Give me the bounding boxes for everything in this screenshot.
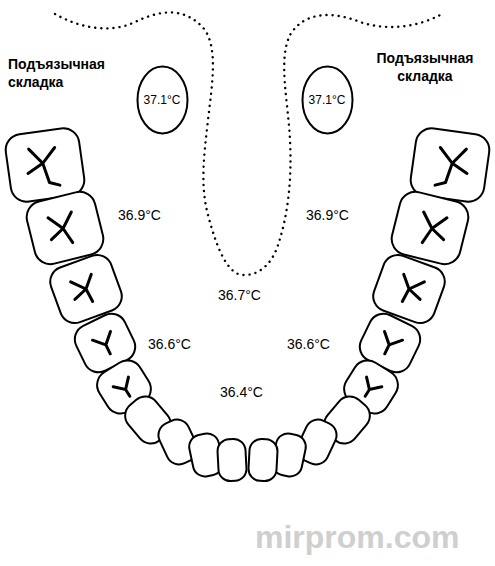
region-label: Подъязычная складка	[8, 56, 120, 91]
teeth-left	[4, 126, 247, 482]
temperature-label: 36.6°C	[287, 336, 330, 354]
temperature-label: 36.9°C	[306, 207, 349, 225]
tooth-fissure	[25, 146, 60, 190]
caruncle-ellipse: 37.1°C	[136, 65, 189, 135]
tooth-fissure	[113, 377, 137, 401]
ellipse-shape	[137, 67, 187, 134]
temperature-label: 36.7°C	[218, 287, 261, 305]
temperature-value: 37.1°C	[309, 93, 346, 107]
watermark: mirprom.com	[255, 517, 459, 557]
temperature-label: 36.4°C	[220, 384, 263, 402]
caruncle-ellipse: 37.1°C	[301, 65, 354, 135]
temperature-value: 37.1°C	[144, 93, 181, 107]
teeth-right	[248, 126, 491, 482]
temperature-label: 36.6°C	[148, 336, 191, 354]
tooth-outline	[217, 438, 247, 481]
tooth-fissure	[46, 212, 78, 247]
region-label: Подъязычная складка	[366, 50, 484, 85]
incisor	[217, 438, 247, 481]
ellipse-shape	[302, 67, 352, 134]
tooth-fissure	[69, 274, 100, 307]
temperature-label: 36.9°C	[118, 207, 161, 225]
tooth-fissure	[93, 331, 120, 358]
